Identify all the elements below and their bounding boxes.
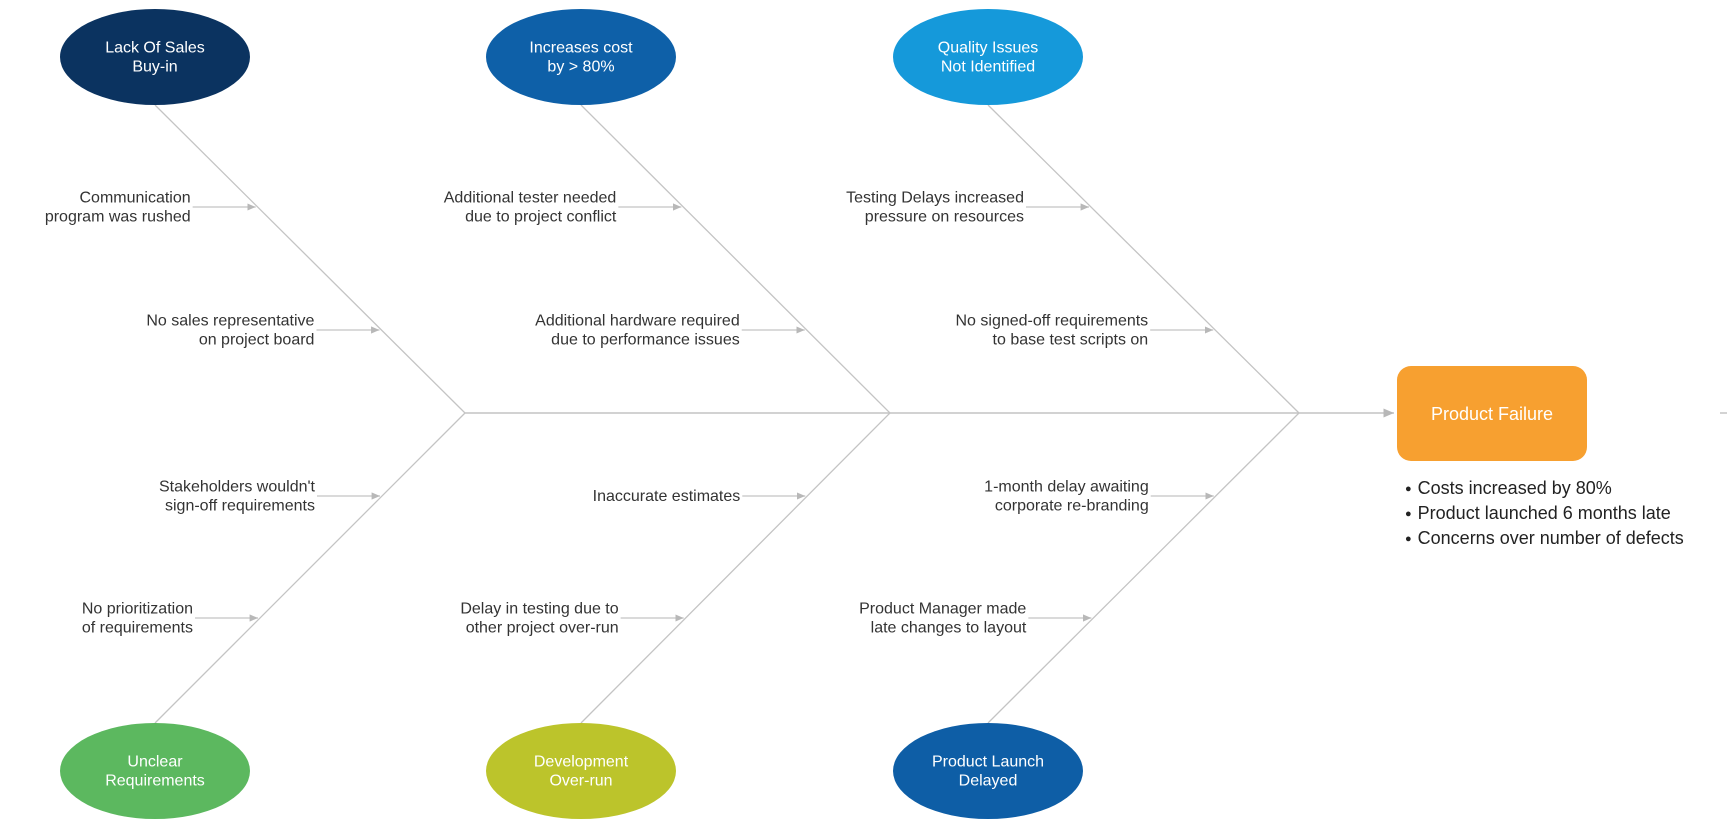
effect-box — [1397, 366, 1587, 461]
effect-detail-item: Product launched 6 months late — [1405, 502, 1684, 527]
effect-detail-item: Concerns over number of defects — [1405, 527, 1684, 552]
category-node — [893, 9, 1083, 105]
effect-details-list: Costs increased by 80% Product launched … — [1405, 477, 1684, 552]
cause-label: Inaccurate estimates — [593, 488, 741, 505]
category-node — [486, 9, 676, 105]
bone-line — [987, 412, 1300, 724]
category-node — [60, 723, 250, 819]
bone-line — [987, 104, 1300, 414]
category-node — [893, 723, 1083, 819]
bone-line — [580, 412, 891, 724]
bone-line — [154, 104, 466, 414]
bone-line — [580, 104, 891, 414]
effect-label: Product Failure — [1431, 404, 1553, 424]
category-node — [486, 723, 676, 819]
bone-line — [154, 412, 466, 724]
category-node — [60, 9, 250, 105]
effect-detail-item: Costs increased by 80% — [1405, 477, 1684, 502]
